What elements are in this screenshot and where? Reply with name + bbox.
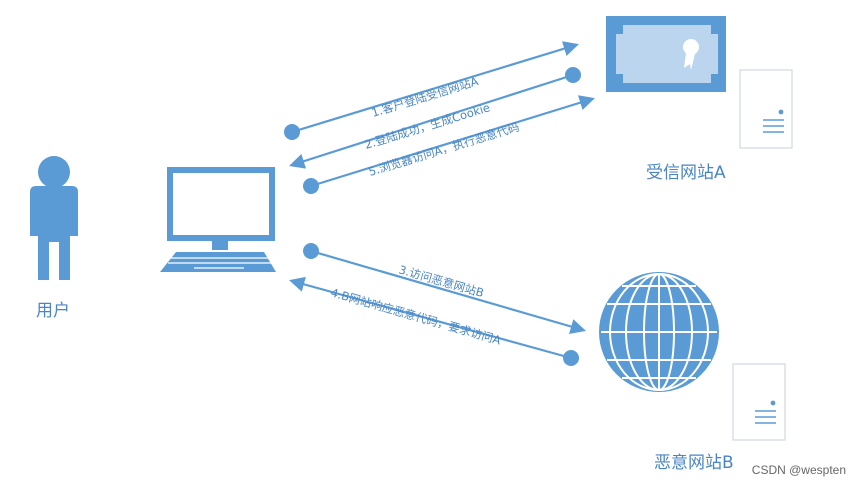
certificate-icon	[606, 16, 726, 92]
server-b-icon	[732, 363, 786, 441]
site-a-label: 受信网站A	[646, 163, 726, 183]
computer-icon	[160, 167, 276, 272]
watermark: CSDN @wespten	[751, 463, 846, 477]
user-label: 用户	[36, 301, 70, 321]
server-a-icon	[739, 69, 793, 149]
site-b-label: 恶意网站B	[654, 453, 734, 473]
user-icon	[30, 156, 78, 280]
arrow-5-label: 5.浏览器访问A，执行恶意代码	[367, 120, 521, 179]
globe-icon	[599, 272, 719, 392]
arrow-3-label: 3.访问恶意网站B	[397, 262, 485, 300]
arrow-4: 4.B网站响应恶意代码，要求访问A	[289, 276, 579, 366]
